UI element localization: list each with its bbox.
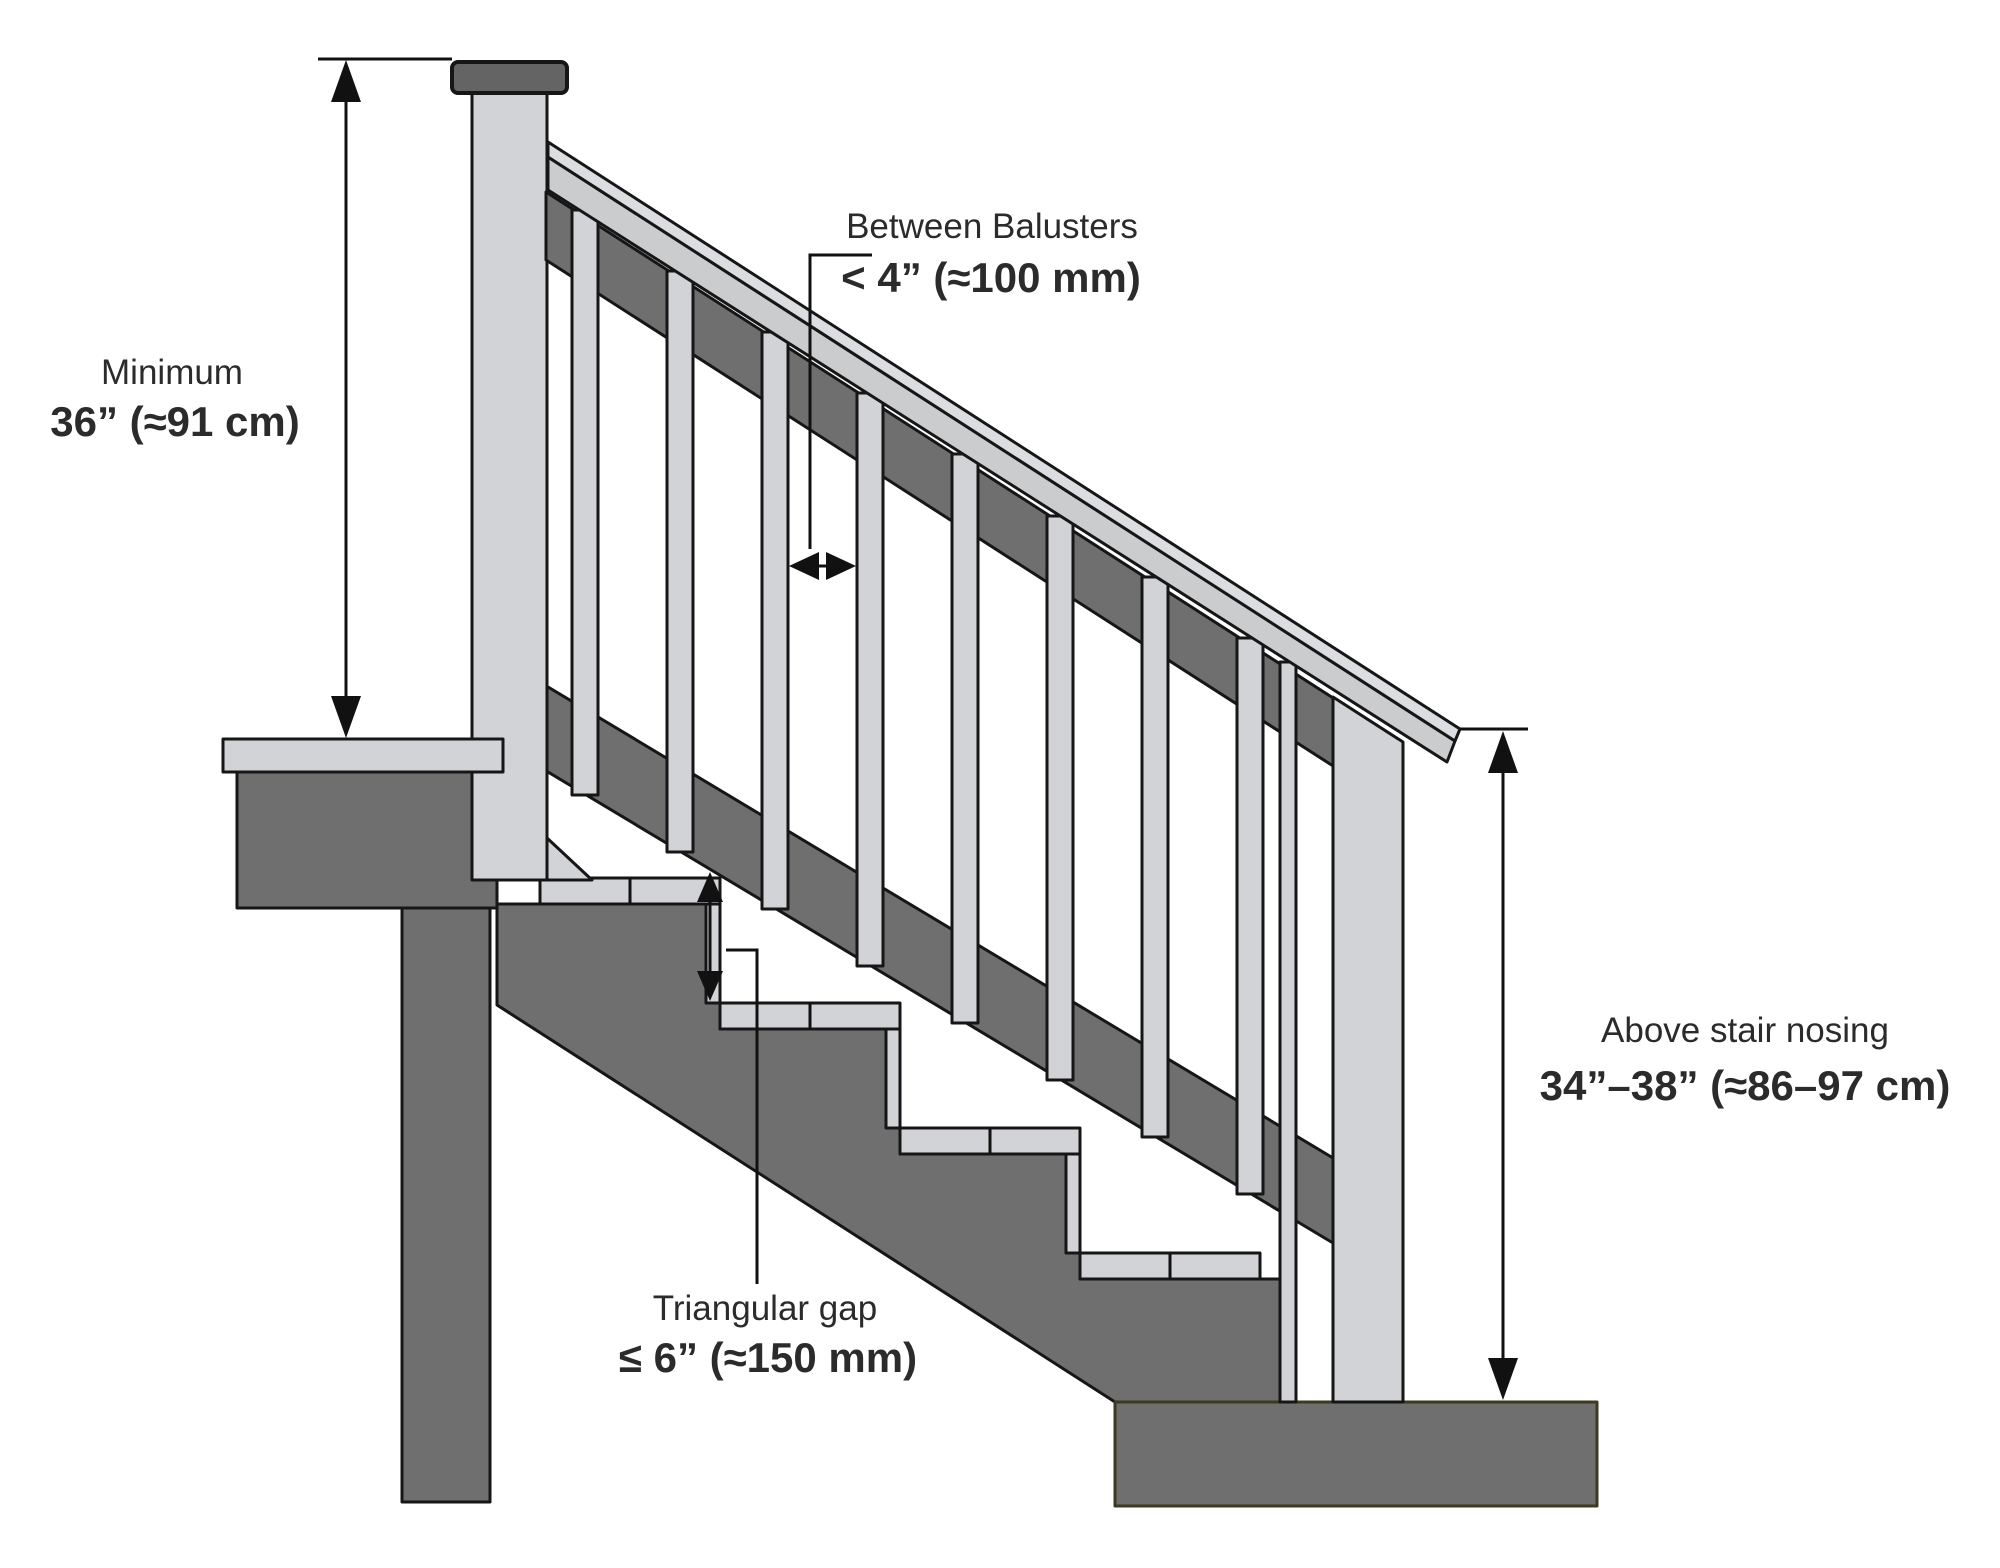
triangular-gap-leader-line [726,948,759,1284]
deck-fascia [235,770,499,910]
triangular-gap-arrow-down-icon [697,971,723,1001]
nosing-height-label: Above stair nosing [1601,1011,1889,1050]
baluster-1 [570,208,600,797]
baluster-spacing-leader-line [808,253,872,549]
rail-height-value: 36” (≈91 cm) [50,398,300,445]
triangular-gap-arrow-up-icon [697,872,723,902]
triangular-gap-label: Triangular gap [653,1289,877,1328]
baluster-8 [1235,636,1265,1196]
bottom-guard-post [1331,695,1405,1404]
baluster-3 [760,330,790,911]
baluster-2 [665,269,695,854]
stair-riser-3 [1064,1152,1082,1255]
top-post-chamfer [545,836,594,882]
baluster-9-at-pad [1278,660,1298,1404]
baluster-spacing-arrow-right-icon [826,552,856,580]
baluster-spacing-label: Between Balusters [846,207,1138,246]
rail-height-arrow-up-icon [331,60,361,102]
triangular-gap-value: ≤ 6” (≈150 mm) [619,1334,917,1381]
baluster-6 [1045,514,1075,1082]
baluster-spacing-value: < 4” (≈100 mm) [841,254,1141,301]
baluster-5 [950,452,980,1025]
concrete-pad [1113,1400,1599,1508]
stair-riser-2 [884,1027,902,1130]
rail-height-arrow-down-icon [331,696,361,738]
deck-board [221,737,505,774]
deck-support-post [400,906,492,1504]
nosing-height-value: 34”–38” (≈86–97 cm) [1540,1062,1951,1109]
nosing-height-arrow-down-icon [1488,1358,1518,1400]
baluster-4 [855,391,885,968]
nosing-height-arrow-up-icon [1488,731,1518,773]
rail-height-label: Minimum [101,353,243,392]
post-cap [450,60,569,95]
handrail-top-face [546,140,1462,743]
baluster-spacing-arrow-left-icon [789,552,819,580]
baluster-7 [1140,575,1170,1139]
